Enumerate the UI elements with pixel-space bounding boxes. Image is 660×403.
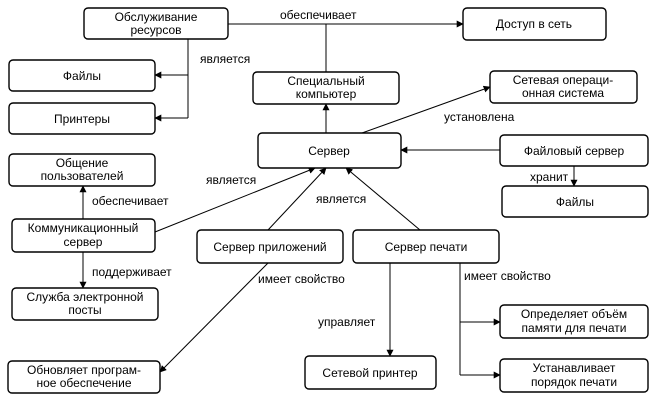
node-email-service: Служба электронной посты — [11, 287, 159, 321]
svg-text:Сервер печати: Сервер печати — [385, 240, 468, 254]
svg-text:Общение: Общение — [56, 156, 109, 170]
svg-text:порядок печати: порядок печати — [531, 375, 617, 389]
label-installed: установлена — [444, 110, 515, 124]
node-printers: Принтеры — [8, 102, 156, 135]
edges — [79, 20, 578, 379]
svg-text:Файлы: Файлы — [63, 69, 101, 83]
svg-text:Файлы: Файлы — [556, 195, 594, 209]
node-sets-print-order: Устанавливает порядок печати — [499, 358, 649, 393]
edge-comm-to-server — [154, 167, 316, 233]
svg-text:Сетевой принтер: Сетевой принтер — [322, 366, 417, 380]
edge-app-to-updates — [159, 262, 269, 373]
node-network-os: Сетевая операци- онная система — [489, 70, 638, 104]
label-provides-top: обеспечивает — [280, 8, 357, 22]
nodes: Обслуживание ресурсов Доступ в сеть Файл… — [7, 7, 649, 394]
node-network-printer: Сетевой принтер — [304, 355, 437, 390]
svg-text:компьютер: компьютер — [296, 87, 357, 101]
label-supports: поддерживает — [92, 265, 172, 279]
node-server: Сервер — [257, 132, 402, 169]
svg-text:сервер: сервер — [64, 235, 103, 249]
label-has-property-print: имеет свойство — [464, 269, 551, 283]
label-is-center: является — [316, 192, 366, 206]
svg-text:онная система: онная система — [522, 86, 604, 100]
node-comm-server: Коммуникационный сервер — [11, 218, 156, 253]
edge-labels: обеспечивает является установлена являет… — [92, 8, 569, 329]
node-print-server: Сервер печати — [352, 229, 500, 264]
svg-text:Устанавливает: Устанавливает — [533, 361, 616, 375]
svg-text:Сетевая операци-: Сетевая операци- — [513, 73, 614, 87]
svg-text:Специальный: Специальный — [287, 74, 364, 88]
svg-text:посты: посты — [68, 303, 101, 317]
node-files-bottom: Файлы — [501, 185, 649, 218]
node-files-top: Файлы — [8, 59, 156, 92]
svg-text:Файловый сервер: Файловый сервер — [524, 144, 625, 158]
node-updates-software: Обновляет програм- ное обеспечение — [7, 360, 161, 394]
node-defines-memory: Определяет объём памяти для печати — [499, 304, 649, 339]
label-stores: хранит — [530, 170, 569, 184]
node-app-server: Сервер приложений — [196, 229, 344, 264]
svg-text:Определяет объём: Определяет объём — [521, 307, 627, 321]
svg-text:ное обеспечение: ное обеспечение — [36, 376, 131, 390]
node-net-access: Доступ в сеть — [462, 7, 607, 41]
node-user-communication: Общение пользователей — [8, 153, 156, 187]
edge-server-to-netos — [361, 85, 491, 134]
label-is-left: является — [206, 173, 256, 187]
svg-text:Сервер: Сервер — [308, 144, 350, 158]
node-file-server: Файловый сервер — [499, 134, 649, 167]
label-provides-left: обеспечивает — [92, 194, 169, 208]
svg-text:Доступ в сеть: Доступ в сеть — [496, 17, 572, 31]
edge-print-to-server — [345, 167, 421, 231]
svg-text:Служба электронной: Служба электронной — [27, 290, 144, 304]
svg-text:пользователей: пользователей — [41, 169, 124, 183]
svg-text:ресурсов: ресурсов — [130, 23, 181, 37]
svg-text:Обновляет програм-: Обновляет програм- — [27, 363, 141, 377]
svg-text:Обслуживание: Обслуживание — [115, 10, 198, 24]
svg-text:Сервер приложений: Сервер приложений — [213, 240, 326, 254]
label-has-property-app: имеет свойство — [258, 272, 345, 286]
edge-app-to-server — [267, 167, 327, 231]
label-is-top: является — [200, 52, 250, 66]
node-special-computer: Специальный компьютер — [252, 71, 400, 105]
svg-text:Коммуникационный: Коммуникационный — [28, 221, 139, 235]
svg-text:Принтеры: Принтеры — [54, 112, 110, 126]
label-manages: управляет — [318, 315, 376, 329]
svg-text:памяти для печати: памяти для печати — [522, 321, 627, 335]
node-resource-service: Обслуживание ресурсов — [83, 7, 229, 40]
